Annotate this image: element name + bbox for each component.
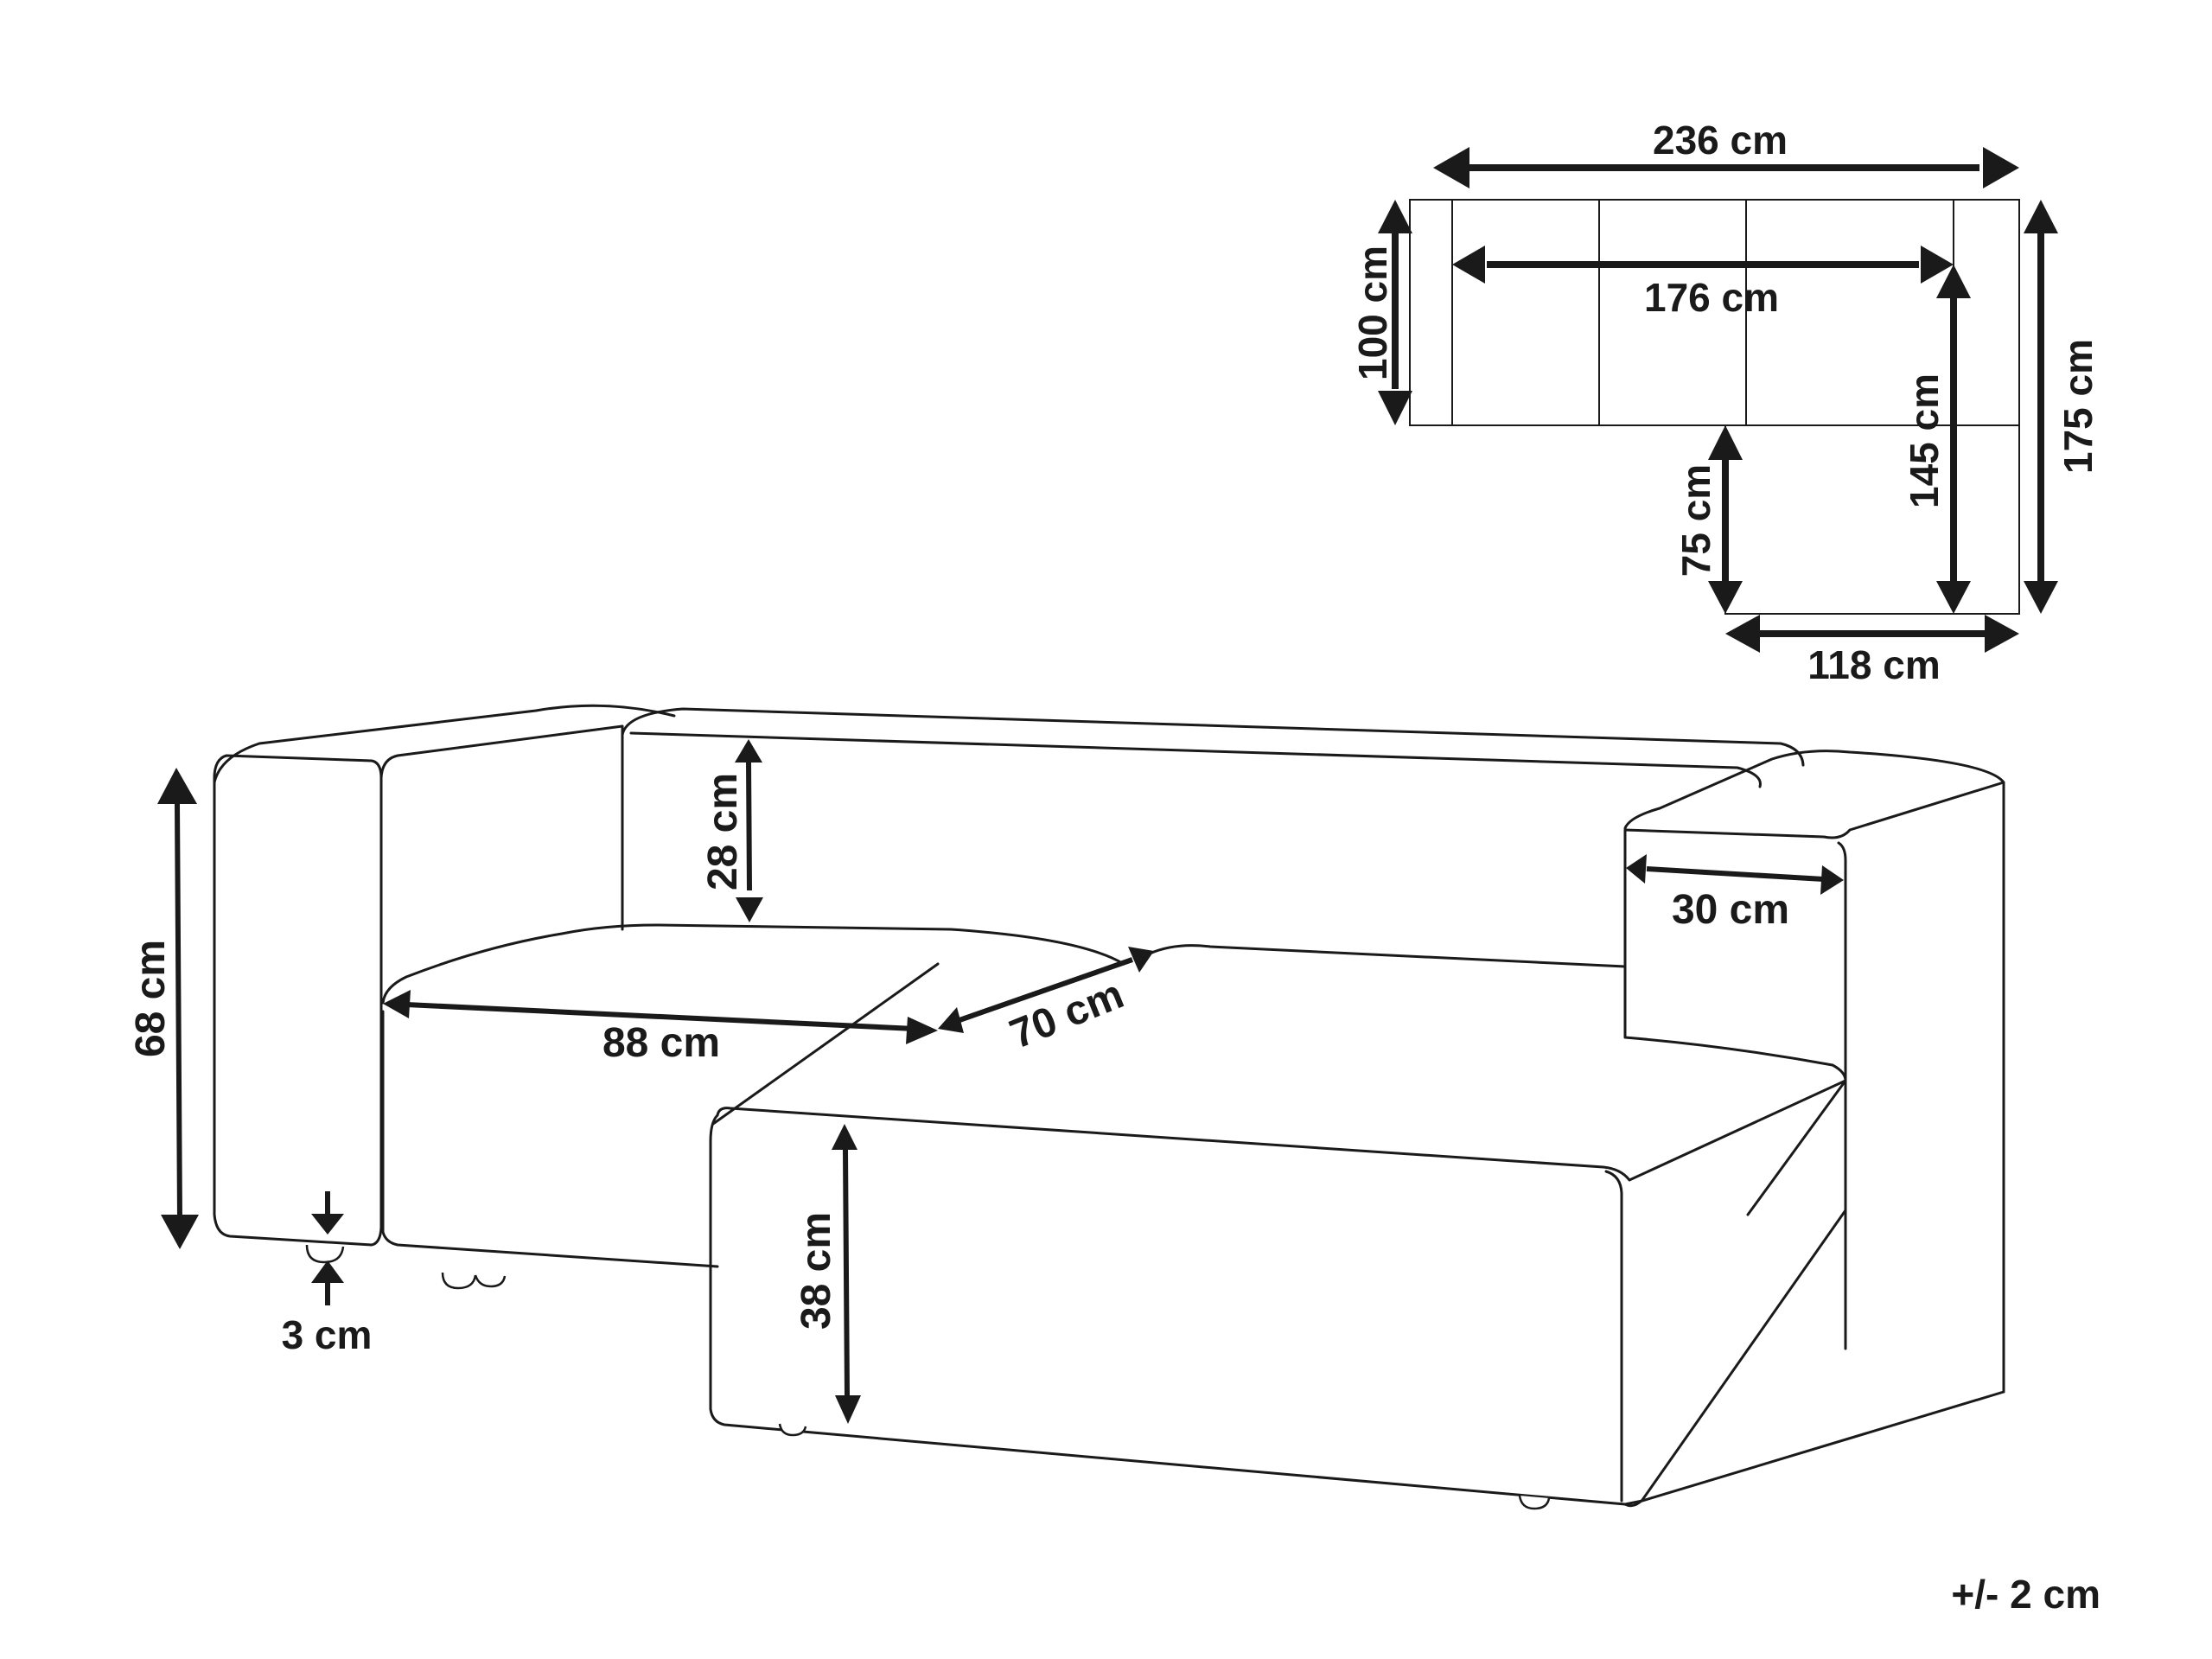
arrow-up-icon	[832, 1124, 857, 1150]
dim-total-height: 68 cm	[128, 768, 199, 1249]
arrow-down-icon	[1936, 581, 1971, 614]
dim-chaise-width: 118 cm	[1725, 615, 2019, 687]
foot-icon	[778, 1423, 807, 1437]
arrow-left-icon	[1433, 147, 1469, 188]
arrow-down-icon	[2024, 581, 2058, 614]
dim-total-width: 236 cm	[1433, 118, 2019, 188]
dim-chaise-inner-depth: 145 cm	[1902, 265, 1971, 614]
arrow-up-icon	[311, 1260, 344, 1283]
arrow-left-icon	[1725, 615, 1760, 653]
arrow-down-icon	[161, 1215, 199, 1249]
dim-backrest-height: 28 cm	[700, 739, 763, 922]
chaise-lounge	[709, 944, 2005, 1508]
arrow-up-icon	[1378, 200, 1412, 233]
dim-seat-height: 38 cm	[794, 1124, 861, 1424]
perspective-view: 68 cm 3 cm 28 cm 88 cm	[128, 704, 2005, 1510]
arrow-down-icon	[1378, 391, 1412, 425]
label-seat-width: 88 cm	[602, 1020, 720, 1066]
arrow-up-icon	[2024, 200, 2058, 233]
arrow-down-icon	[835, 1395, 861, 1424]
arrow-right-icon	[1921, 246, 1954, 284]
arrow-right-icon	[906, 1017, 938, 1044]
label-total-depth: 175 cm	[2056, 339, 2100, 474]
arrow-right-icon	[1820, 865, 1844, 895]
label-total-height: 68 cm	[128, 940, 174, 1057]
feet	[305, 1244, 1551, 1510]
label-chaise-extension: 75 cm	[1673, 464, 1718, 577]
label-leg-height: 3 cm	[282, 1312, 373, 1357]
arrow-down-icon	[736, 897, 763, 922]
label-backrest-height: 28 cm	[700, 773, 746, 890]
foot-icon	[305, 1244, 345, 1264]
top-view-plan: 236 cm 176 cm 100 cm 175 cm	[1350, 118, 2100, 687]
dim-seat-depth: 70 cm	[938, 947, 1154, 1058]
dim-armrest-width: 30 cm	[1626, 854, 1844, 933]
right-armrest	[1623, 750, 2005, 1394]
label-seat-height: 38 cm	[794, 1212, 839, 1330]
label-main-depth: 100 cm	[1350, 246, 1395, 380]
dim-inner-width: 176 cm	[1452, 246, 1954, 320]
arrow-right-icon	[1985, 615, 2019, 653]
arrow-left-icon	[383, 990, 411, 1018]
foot-icon	[441, 1272, 477, 1290]
arrow-left-icon	[1452, 246, 1485, 284]
arrow-up-icon	[1936, 265, 1971, 298]
dim-seat-width: 88 cm	[383, 990, 938, 1066]
dim-chaise-extension: 75 cm	[1673, 425, 1743, 614]
foot-icon	[1518, 1495, 1551, 1510]
arrow-down-icon	[311, 1214, 344, 1235]
backrest	[621, 707, 1805, 788]
label-chaise-width: 118 cm	[1807, 642, 1940, 687]
arrow-up-icon	[1708, 425, 1743, 460]
arrow-down-icon	[1708, 581, 1743, 614]
arrow-left-icon	[938, 1007, 964, 1033]
dim-main-depth: 100 cm	[1350, 200, 1412, 425]
label-inner-width: 176 cm	[1644, 275, 1779, 320]
arrow-up-icon	[735, 739, 762, 763]
arrow-right-icon	[1128, 947, 1154, 973]
left-armrest	[213, 704, 676, 1247]
label-chaise-inner-depth: 145 cm	[1902, 373, 1947, 508]
dim-leg-height: 3 cm	[282, 1191, 373, 1357]
dim-total-depth: 175 cm	[2024, 200, 2100, 614]
arrow-up-icon	[157, 768, 197, 804]
arrow-left-icon	[1626, 854, 1647, 884]
left-seat-module	[381, 724, 1125, 1268]
label-total-width: 236 cm	[1653, 118, 1788, 163]
label-armrest-width: 30 cm	[1672, 887, 1789, 933]
tolerance-note: +/- 2 cm	[1951, 1572, 2100, 1617]
arrow-right-icon	[1983, 147, 2019, 188]
foot-icon	[474, 1274, 507, 1288]
